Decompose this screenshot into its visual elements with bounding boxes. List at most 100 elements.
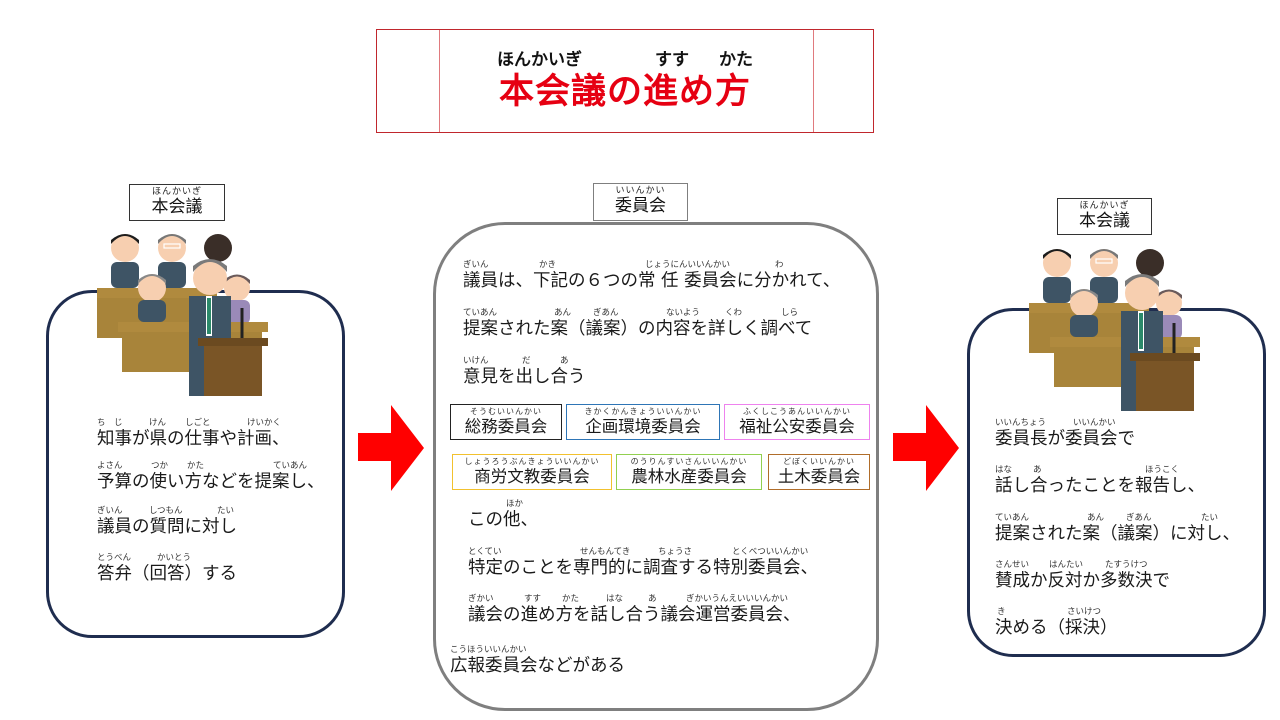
line-text: この他、 <box>468 510 538 530</box>
ruby: はな <box>995 465 1013 475</box>
chip-label: 農林水産委員会 <box>631 467 747 486</box>
ruby: ほうこく <box>1145 465 1180 475</box>
ruby-row: いいんちょう いいんかい <box>995 418 1135 428</box>
right-line-5: き さいけつ 決める（採決） <box>995 607 1118 639</box>
ruby-row: とくてい せんもんてき ちょうさ とくべついいんかい <box>468 547 818 557</box>
ruby: だ <box>522 356 531 366</box>
title-ruby: ほんかいぎ すす かた <box>377 45 873 70</box>
ruby: さんせい <box>995 560 1030 570</box>
ruby: あん <box>1087 513 1105 523</box>
council-meeting-illustration-left <box>92 226 272 396</box>
council-meeting-illustration-right <box>1024 241 1204 411</box>
title-ruby-kata: かた <box>719 50 753 70</box>
line-text: 提案された案（議案）に対し、 <box>995 524 1240 544</box>
line-text: 委員長が委員会で <box>995 429 1135 449</box>
chip-ruby: きかくかんきょういいんかい <box>584 407 702 416</box>
ruby: はんたい <box>1049 560 1084 570</box>
line-text: 賛成か反対か多数決で <box>995 571 1170 591</box>
line-text: 広報委員会などがある <box>450 656 625 676</box>
ruby: ぎあん <box>593 308 619 318</box>
ruby: き <box>997 607 1006 617</box>
mid-intro-line-3: いけん だ あ 意見を出し合う <box>463 356 586 388</box>
ruby-row: ほか <box>468 499 538 509</box>
ruby-row: ていあん あん ぎあん ないよう くわ しら <box>463 308 812 318</box>
ruby-row: とうべん かいとう <box>97 553 237 563</box>
ruby: しら <box>781 308 799 318</box>
ruby: ほか <box>506 499 524 509</box>
ruby: たい <box>217 506 235 516</box>
ruby: いいんかい <box>1073 418 1116 428</box>
line-text: 決める（採決） <box>995 618 1118 638</box>
ruby: はな <box>606 594 624 604</box>
ruby: わ <box>775 260 784 270</box>
line-text: 知事が県の仕事や計画、 <box>97 429 290 449</box>
left-line-4: とうべん かいとう 答弁（回答）する <box>97 553 237 585</box>
ruby: ぎあん <box>1126 513 1152 523</box>
ruby: あ <box>1033 465 1042 475</box>
ruby: ちょうさ <box>658 547 693 557</box>
ruby: かいとう <box>157 553 192 563</box>
ruby-row: ぎいん かき じょうにんいいんかい わ <box>463 260 840 270</box>
right-arrow-icon <box>893 405 959 491</box>
ruby-row: よさん つか かた ていあん <box>97 461 325 471</box>
committee-chip-fukushi-kouan: ふくしこうあんいいんかい 福祉公安委員会 <box>724 404 870 440</box>
title-ruby-susu: すす <box>655 50 689 70</box>
tag-ruby: ほんかいぎ <box>151 187 202 197</box>
ruby: あ <box>560 356 569 366</box>
ruby: ぎかい <box>468 594 494 604</box>
line-text: 予算の使い方などを提案し、 <box>97 472 325 492</box>
chip-label: 土木委員会 <box>777 467 861 486</box>
ruby-row: ぎいん しつもん たい <box>97 506 237 516</box>
ruby: つか <box>151 461 169 471</box>
chip-ruby: ふくしこうあんいいんかい <box>743 407 851 416</box>
committee-chip-soumu: そうむいいんかい 総務委員会 <box>450 404 562 440</box>
ruby: さいけつ <box>1067 607 1102 617</box>
ruby: ぎいん <box>97 506 123 516</box>
ruby: あ <box>648 594 657 604</box>
ruby: こうほういいんかい <box>450 645 527 655</box>
committee-chip-nourin-suisan: のうりんすいさんいいんかい 農林水産委員会 <box>616 454 762 490</box>
line-text: 意見を出し合う <box>463 367 586 387</box>
line-text: 特定のことを専門的に調査する特別委員会、 <box>468 558 818 578</box>
committee-chip-shourou-bunkyou: しょうろうぶんきょういいんかい 商労文教委員会 <box>452 454 612 490</box>
left-line-2: よさん つか かた ていあん 予算の使い方などを提案し、 <box>97 461 325 493</box>
mid-intro-line-2: ていあん あん ぎあん ないよう くわ しら 提案された案（議案）の内容を詳しく… <box>463 308 812 340</box>
ruby: ていあん <box>463 308 498 318</box>
line-text: 提案された案（議案）の内容を詳しく調べて <box>463 319 813 339</box>
ruby: すす <box>524 594 542 604</box>
ruby: たすうけつ <box>1105 560 1148 570</box>
ruby: くわ <box>725 308 743 318</box>
ruby-row: ち じ けん しごと けいかく <box>97 418 290 428</box>
ruby-row: ていあん あん ぎあん たい <box>995 513 1240 523</box>
tag-ruby: いいんかい <box>615 186 666 196</box>
ruby: ぎかいうんえいいいんかい <box>686 594 789 604</box>
mid-intro-line-1: ぎいん かき じょうにんいいんかい わ 議員は、下記の６つの常 任 委員会に分か… <box>463 260 840 292</box>
title-ruby-honkaigi: ほんかいぎ <box>497 50 582 70</box>
ruby: たい <box>1201 513 1219 523</box>
mid-outro-line-4: こうほういいんかい 広報委員会などがある <box>450 645 625 677</box>
title-divider-right <box>813 30 814 132</box>
ruby: とくてい <box>468 547 502 557</box>
title-divider-left <box>439 30 440 132</box>
tag-label: 委員会 <box>615 196 666 216</box>
ruby-row: いけん だ あ <box>463 356 586 366</box>
ruby: いけん <box>463 356 489 366</box>
committee-tag: いいんかい 委員会 <box>593 183 688 221</box>
ruby: ていあん <box>995 513 1030 523</box>
title-banner: ほんかいぎ すす かた 本会議の進め方 <box>376 29 874 133</box>
tag-ruby: ほんかいぎ <box>1079 201 1130 211</box>
line-text: 議会の進め方を話し合う議会運営委員会、 <box>468 605 801 625</box>
ruby: しつもん <box>149 506 183 516</box>
line-text: 議員は、下記の６つの常 任 委員会に分かれて、 <box>463 271 841 291</box>
ruby: ないよう <box>666 308 700 318</box>
council-illustration-icon <box>1029 249 1200 411</box>
ruby-row: さんせい はんたい たすうけつ <box>995 560 1170 570</box>
mid-outro-line-2: とくてい せんもんてき ちょうさ とくべついいんかい 特定のことを専門的に調査す… <box>468 547 818 579</box>
chip-label: 企画環境委員会 <box>585 417 701 436</box>
chip-label: 総務委員会 <box>464 417 548 436</box>
ruby: ち じ <box>97 418 123 428</box>
chip-ruby: のうりんすいさんいいんかい <box>630 457 748 466</box>
right-line-2: はな あ ほうこく 話し合ったことを報告し、 <box>995 465 1205 497</box>
ruby: とうべん <box>97 553 132 563</box>
right-line-4: さんせい はんたい たすうけつ 賛成か反対か多数決で <box>995 560 1170 592</box>
